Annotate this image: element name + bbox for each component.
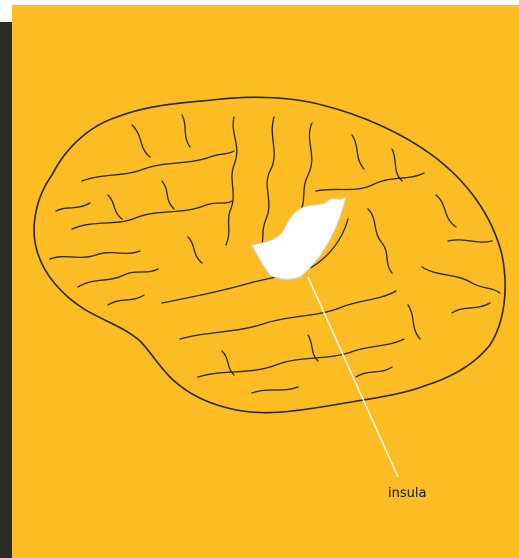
intraparietal-sulcus [316, 173, 424, 191]
frontal-sulcus-1 [56, 203, 90, 211]
frontal-sulcus-3 [162, 181, 174, 209]
temporal-sulcus-4 [356, 367, 392, 377]
frontal-sulcus-6 [188, 237, 202, 263]
left-edge-strip-gap [0, 0, 12, 22]
parietal-sulcus-3 [368, 209, 392, 273]
inferior-frontal-sulcus [72, 201, 232, 229]
side-credit-text [1, 515, 11, 555]
superior-frontal-sulcus [82, 151, 234, 181]
frontal-sulcus-7 [132, 125, 150, 157]
frontal-sulcus-4 [50, 251, 140, 259]
occipital-sulcus-3 [452, 303, 490, 313]
occipital-sulcus-2 [422, 267, 500, 293]
precentral-sulcus [226, 117, 237, 245]
frontal-sulcus-2 [108, 195, 122, 219]
insula-region [252, 197, 346, 279]
postcentral-sulcus [298, 123, 312, 215]
frontal-sulcus-5 [78, 269, 158, 287]
parietal-sulcus-1 [352, 135, 364, 169]
temporal-sulcus-2 [308, 335, 318, 361]
temporal-sulcus-3 [252, 387, 298, 393]
occipital-sulcus-1 [448, 240, 492, 242]
insula-leader-line [308, 277, 398, 477]
occipital-sulcus-4 [408, 305, 420, 339]
central-sulcus [258, 117, 274, 255]
parietal-sulcus-4 [436, 195, 456, 227]
superior-temporal-sulcus [180, 291, 396, 339]
insula-label: insula [388, 486, 426, 501]
frontal-sulcus-8 [182, 115, 190, 147]
left-edge-strip [0, 0, 12, 558]
brain-diagram: insula [12, 5, 519, 558]
inferior-temporal-sulcus [198, 339, 404, 377]
orbital-sulcus [108, 295, 144, 305]
parietal-sulcus-2 [392, 149, 402, 181]
diagram-panel: insula [12, 5, 519, 558]
